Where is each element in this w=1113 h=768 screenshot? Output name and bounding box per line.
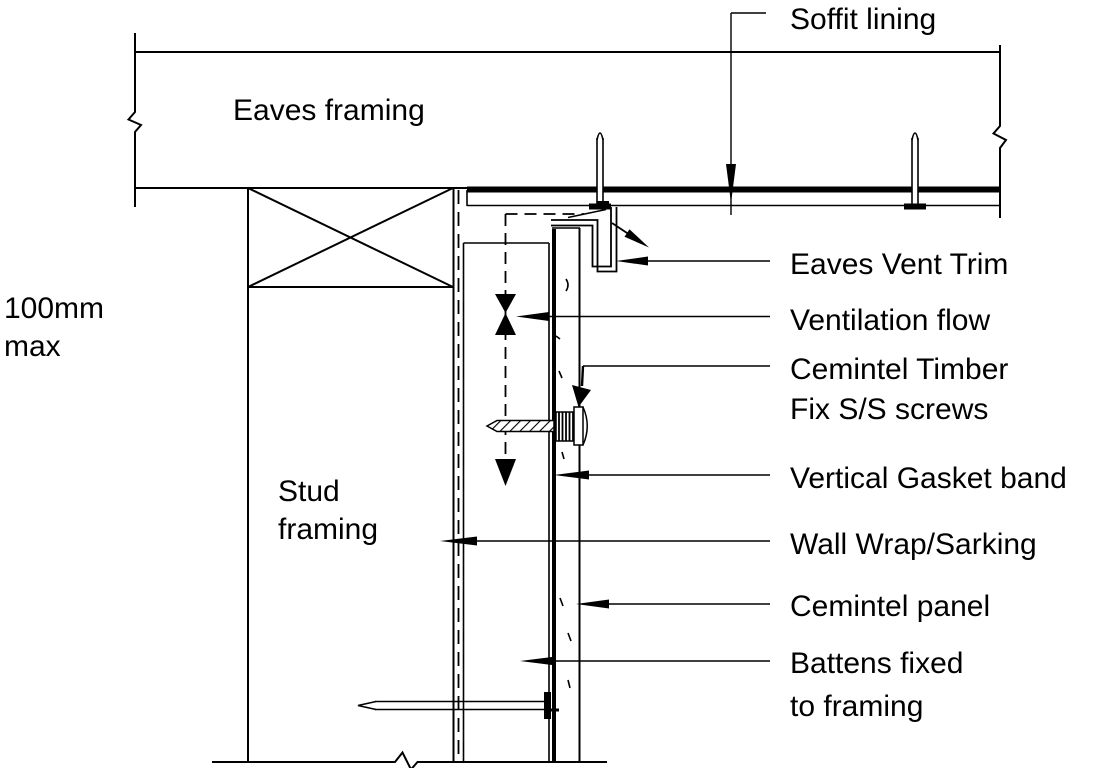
label-eaves-framing: Eaves framing xyxy=(233,94,425,127)
arrowhead-icon xyxy=(572,385,591,407)
arrowhead-icon xyxy=(520,656,556,666)
label-stud-framing-line2: framing xyxy=(278,513,378,546)
eaves-vent-trim-profile xyxy=(551,201,618,273)
leader-wall-wrap xyxy=(440,536,770,546)
soffit-fixing-nail xyxy=(589,132,611,210)
label-wall-wrap: Wall Wrap/Sarking xyxy=(790,528,1037,561)
label-100mm-max-line1: 100mm xyxy=(4,292,104,325)
flow-arrow-down-icon xyxy=(495,294,516,313)
label-screws-line2: Fix S/S screws xyxy=(790,393,988,426)
panel-texture-marks xyxy=(555,278,572,689)
timber-fix-screw xyxy=(485,406,588,446)
arrowhead-icon xyxy=(726,164,736,203)
trim-fixing-clip xyxy=(597,201,609,209)
arrowhead-icon xyxy=(554,470,589,480)
leader-ventilation-flow xyxy=(516,312,770,321)
blocking-nogging xyxy=(247,187,454,288)
label-vertical-gasket-band: Vertical Gasket band xyxy=(790,462,1067,495)
cemintel-panel-board xyxy=(552,227,581,762)
bottom-break-line xyxy=(212,750,607,768)
soffit-lining-board xyxy=(466,186,1000,207)
leader-cemintel-panel xyxy=(576,599,770,609)
label-screws-line1: Cemintel Timber xyxy=(790,353,1008,386)
vent-exit-arrow-icon xyxy=(611,222,649,248)
arrowhead-icon xyxy=(516,312,549,321)
leader-battens xyxy=(520,656,770,666)
left-break-line xyxy=(126,33,143,207)
arrowhead-icon xyxy=(616,256,648,266)
leader-timber-fix-screws xyxy=(572,365,770,407)
arrowhead-icon xyxy=(440,536,477,546)
label-soffit-lining: Soffit lining xyxy=(790,3,936,36)
flow-arrow-bottom-icon xyxy=(495,459,516,486)
label-eaves-vent-trim: Eaves Vent Trim xyxy=(790,248,1008,281)
label-battens-line1: Battens fixed xyxy=(790,647,963,680)
label-cemintel-panel: Cemintel panel xyxy=(790,590,990,623)
leader-soffit-lining xyxy=(726,12,766,215)
arrowhead-icon xyxy=(576,599,609,609)
label-battens-line2: to framing xyxy=(790,690,923,723)
label-100mm-max-line2: max xyxy=(4,330,61,363)
right-break-line xyxy=(991,45,1008,218)
ventilation-flow-path xyxy=(495,213,649,486)
leader-vertical-gasket-band xyxy=(554,470,770,480)
label-stud-framing-line1: Stud xyxy=(278,475,340,508)
batten-fixing-nail xyxy=(357,692,559,719)
soffit-fixing-nail xyxy=(904,132,926,210)
leader-eaves-vent-trim xyxy=(616,256,770,266)
stud-framing-outline xyxy=(247,188,455,762)
label-ventilation-flow: Ventilation flow xyxy=(790,304,990,337)
flow-arrow-up-icon xyxy=(495,313,516,335)
